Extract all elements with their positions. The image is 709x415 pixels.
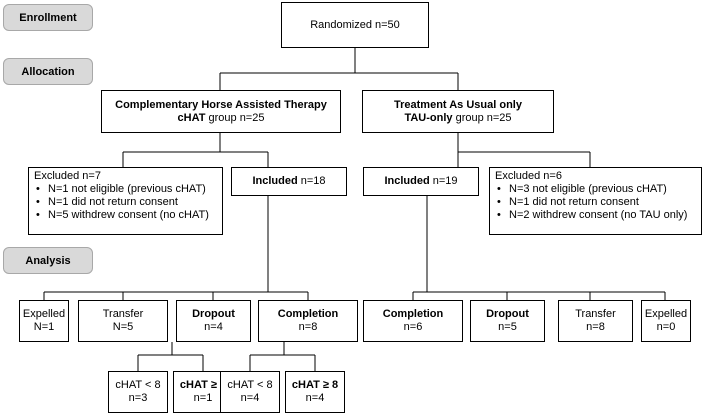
- chat-expelled-box: Expelled N=1: [19, 300, 69, 342]
- chat-completion-low-count: n=4: [240, 392, 260, 404]
- connector-dropout-split: [137, 342, 204, 371]
- chat-included-count: n=18: [300, 175, 326, 187]
- chat-included-label: Included: [252, 175, 298, 187]
- tau-dropout-label: Dropout: [486, 308, 529, 320]
- chat-completion-high-box: cHAT ≥ 8 n=4: [285, 371, 345, 413]
- chat-transfer-count: N=5: [112, 321, 134, 333]
- chat-transfer-label: Transfer: [102, 308, 144, 320]
- chat-excluded-item: N=5 withdrew consent (no cHAT): [34, 209, 222, 222]
- tau-transfer-label: Transfer: [575, 308, 616, 320]
- chat-excluded-item: N=1 not eligible (previous cHAT): [34, 183, 222, 196]
- tau-transfer-count: n=8: [586, 321, 605, 333]
- chat-completion-low-box: cHAT < 8 n=4: [220, 371, 280, 413]
- chat-group-title: Complementary Horse Assisted Therapy: [115, 98, 327, 111]
- connector-completion-split: [249, 342, 316, 371]
- tau-completion-label: Completion: [382, 308, 444, 320]
- chat-dropout-count: n=4: [204, 321, 223, 333]
- chat-completion-low-label: cHAT < 8: [227, 379, 273, 391]
- chat-included-box: Included n=18: [231, 167, 347, 196]
- randomized-label: Randomized n=50: [310, 18, 400, 31]
- chat-expelled-count: N=1: [33, 321, 55, 333]
- chat-completion-label: Completion: [277, 308, 339, 320]
- tau-group-box: Treatment As Usual only TAU-only group n…: [362, 90, 554, 133]
- tau-excluded-item: N=1 did not return consent: [495, 196, 701, 209]
- tau-dropout-box: Dropout n=5: [470, 300, 545, 342]
- chat-excluded-box: Excluded n=7 N=1 not eligible (previous …: [28, 167, 223, 235]
- chat-completion-high-label: cHAT ≥ 8: [291, 379, 339, 391]
- tau-group-count: group n=25: [455, 111, 512, 124]
- chat-dropout-label: Dropout: [192, 308, 235, 320]
- chat-dropout-low-label: cHAT < 8: [115, 379, 161, 391]
- stage-analysis: Analysis: [3, 247, 93, 274]
- chat-excluded-item: N=1 did not return consent: [34, 196, 222, 209]
- tau-completion-count: n=6: [403, 321, 423, 333]
- stage-enrollment-label: Enrollment: [19, 11, 77, 24]
- connector-randomized: [219, 48, 459, 90]
- chat-dropout-high-count: n=1: [193, 392, 213, 404]
- chat-dropout-low-box: cHAT < 8 n=3: [108, 371, 168, 413]
- tau-included-count: n=19: [432, 175, 458, 187]
- tau-group-title: Treatment As Usual only: [394, 98, 522, 111]
- chat-dropout-box: Dropout n=4: [176, 300, 251, 342]
- chat-expelled-label: Expelled: [22, 308, 66, 320]
- tau-excluded-item: N=3 not eligible (previous cHAT): [495, 183, 701, 196]
- tau-expelled-label: Expelled: [644, 308, 688, 320]
- tau-completion-box: Completion n=6: [363, 300, 463, 342]
- connector-chat-included: [43, 196, 309, 300]
- chat-dropout-low-count: n=3: [128, 392, 148, 404]
- tau-expelled-box: Expelled n=0: [641, 300, 691, 342]
- chat-completion-box: Completion n=8: [258, 300, 358, 342]
- tau-dropout-count: n=5: [498, 321, 517, 333]
- tau-included-label: Included: [384, 175, 430, 187]
- chat-excluded-title: Excluded n=7: [34, 170, 101, 182]
- randomized-box: Randomized n=50: [281, 2, 429, 48]
- tau-group-abbr: TAU-only: [404, 111, 453, 124]
- tau-excluded-item: N=2 withdrew consent (no TAU only): [495, 209, 701, 222]
- chat-dropout-high-label: cHAT ≥ 8: [179, 379, 227, 391]
- stage-analysis-label: Analysis: [25, 254, 71, 267]
- chat-completion-high-count: n=4: [305, 392, 325, 404]
- chat-group-abbr: cHAT: [177, 111, 206, 124]
- tau-excluded-title: Excluded n=6: [495, 170, 562, 182]
- chat-transfer-box: Transfer N=5: [78, 300, 168, 342]
- tau-excluded-box: Excluded n=6 N=3 not eligible (previous …: [489, 167, 702, 235]
- chat-completion-count: n=8: [298, 321, 318, 333]
- tau-transfer-box: Transfer n=8: [558, 300, 633, 342]
- connector-tau-included: [412, 196, 666, 300]
- chat-group-count: group n=25: [208, 111, 265, 124]
- tau-included-box: Included n=19: [363, 167, 479, 196]
- stage-enrollment: Enrollment: [3, 4, 93, 31]
- tau-expelled-count: n=0: [656, 321, 676, 333]
- connector-chat-group: [122, 133, 269, 167]
- chat-group-box: Complementary Horse Assisted Therapy cHA…: [101, 90, 341, 133]
- connector-tau-group: [457, 133, 591, 167]
- stage-allocation: Allocation: [3, 58, 93, 85]
- stage-allocation-label: Allocation: [21, 65, 75, 78]
